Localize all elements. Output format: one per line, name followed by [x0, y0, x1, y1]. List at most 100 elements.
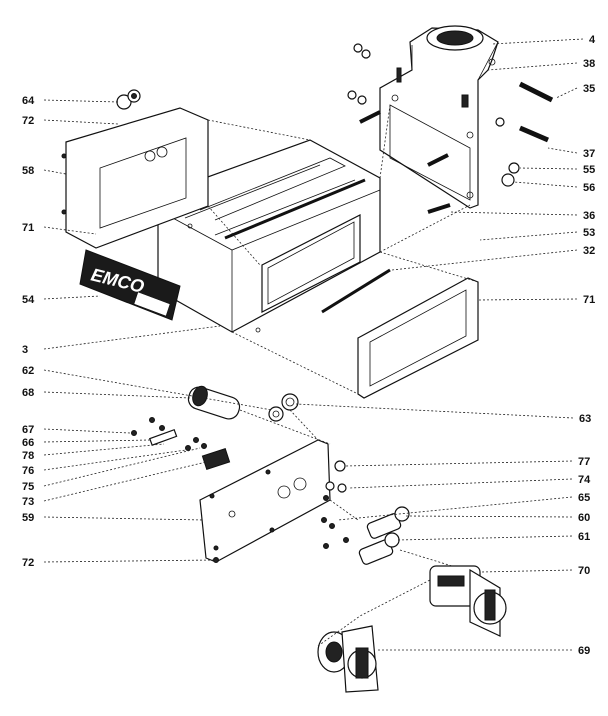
- callout-68: 68: [22, 387, 191, 399]
- parts-drawing: EMCO: [61, 25, 554, 693]
- callout-label-64: 64: [22, 95, 35, 107]
- callout-label-75: 75: [22, 481, 34, 493]
- headstock-nuts: [347, 43, 402, 105]
- callout-64: 64: [22, 95, 119, 107]
- callout-leader-63: [295, 403, 574, 419]
- callout-38: 38: [487, 58, 595, 71]
- callout-label-74: 74: [578, 474, 591, 486]
- callout-35: 35: [555, 83, 595, 99]
- callout-72a: 72: [22, 115, 119, 127]
- callout-label-32: 32: [583, 245, 595, 257]
- callout-62: 62: [22, 365, 273, 411]
- assembly-lines: [207, 104, 479, 647]
- callout-leader-78: [43, 443, 165, 456]
- callout-label-38: 38: [583, 58, 595, 70]
- callout-label-71l: 71: [22, 222, 34, 234]
- callout-63: 63: [295, 403, 591, 425]
- side-cover-plate: [61, 107, 209, 249]
- capacitor: [187, 385, 241, 420]
- callout-71l: 71: [22, 222, 97, 235]
- callout-label-37: 37: [583, 148, 595, 160]
- push-switches: [358, 506, 410, 565]
- callout-leader-71r: [477, 298, 578, 301]
- callout-61: 61: [397, 531, 590, 543]
- callout-leader-64: [43, 99, 119, 103]
- callout-36: 36: [449, 210, 595, 222]
- callout-56: 56: [513, 181, 595, 194]
- callout-leader-56: [513, 181, 578, 188]
- callout-label-68: 68: [22, 387, 34, 399]
- callout-label-72a: 72: [22, 115, 34, 127]
- callout-69: 69: [378, 645, 590, 657]
- callout-37: 37: [547, 147, 595, 160]
- window-cover: [357, 277, 479, 399]
- callout-78: 78: [22, 443, 165, 462]
- callout-3: 3: [22, 325, 221, 356]
- callout-60: 60: [405, 512, 590, 524]
- callout-label-69: 69: [578, 645, 590, 657]
- callout-leader-66: [43, 439, 151, 443]
- callout-label-61: 61: [578, 531, 590, 543]
- studs: [359, 81, 554, 214]
- small-hardware: [131, 417, 231, 563]
- callout-label-72b: 72: [22, 557, 34, 569]
- callout-label-62: 62: [22, 365, 34, 377]
- callout-leader-74: [349, 478, 573, 489]
- callout-leader-4: [491, 38, 584, 45]
- rod: [321, 268, 391, 314]
- callout-75: 75: [22, 447, 201, 493]
- callout-leader-73: [43, 461, 207, 502]
- callout-leader-38: [487, 62, 578, 71]
- callout-leader-37: [547, 147, 578, 154]
- callout-leader-75: [43, 447, 201, 487]
- callout-label-70: 70: [578, 565, 590, 577]
- callout-leader-59: [43, 516, 205, 521]
- knob: [116, 89, 141, 110]
- panel-hardware: [321, 460, 349, 549]
- callout-labels: 4383537555636533271637774656061706964725…: [22, 34, 596, 657]
- callout-label-59: 59: [22, 512, 34, 524]
- rotary-switch: [317, 625, 379, 693]
- callout-73: 73: [22, 461, 207, 508]
- callout-leader-71l: [43, 226, 97, 235]
- callout-59: 59: [22, 512, 205, 524]
- callout-label-56: 56: [583, 182, 595, 194]
- callout-label-53: 53: [583, 227, 595, 239]
- callout-label-65: 65: [578, 492, 590, 504]
- callout-leader-67: [43, 428, 131, 434]
- headstock-housing: [379, 25, 499, 209]
- callout-label-63: 63: [579, 413, 591, 425]
- callout-leader-72a: [43, 119, 119, 125]
- callout-76: 76: [22, 449, 187, 477]
- callout-label-77: 77: [578, 456, 590, 468]
- grommets: [268, 393, 299, 422]
- callout-72b: 72: [22, 557, 215, 569]
- callout-65: 65: [337, 492, 590, 521]
- callout-32: 32: [391, 245, 595, 271]
- callout-77: 77: [345, 456, 590, 468]
- callout-55: 55: [519, 164, 595, 176]
- callout-leader-65: [337, 496, 573, 521]
- callout-leader-58: [43, 169, 67, 175]
- callout-leader-68: [43, 391, 191, 399]
- callout-leader-70: [481, 569, 573, 573]
- callout-leader-35: [555, 87, 578, 99]
- emblem-plate: EMCO: [79, 249, 181, 321]
- callout-71r: 71: [477, 294, 595, 306]
- callout-leader-77: [345, 460, 573, 467]
- callout-label-3: 3: [22, 344, 28, 356]
- callout-label-36: 36: [583, 210, 595, 222]
- callout-label-54: 54: [22, 294, 35, 306]
- callout-label-66: 66: [22, 437, 34, 449]
- main-switch: [429, 565, 507, 637]
- callout-label-35: 35: [583, 83, 595, 95]
- callout-53: 53: [479, 227, 595, 241]
- callout-label-60: 60: [578, 512, 590, 524]
- callout-58: 58: [22, 165, 67, 177]
- callout-leader-62: [43, 369, 273, 411]
- callout-leader-32: [391, 249, 578, 271]
- callout-leader-53: [479, 231, 578, 241]
- callout-leader-3: [43, 325, 221, 350]
- callout-leader-54: [43, 295, 101, 300]
